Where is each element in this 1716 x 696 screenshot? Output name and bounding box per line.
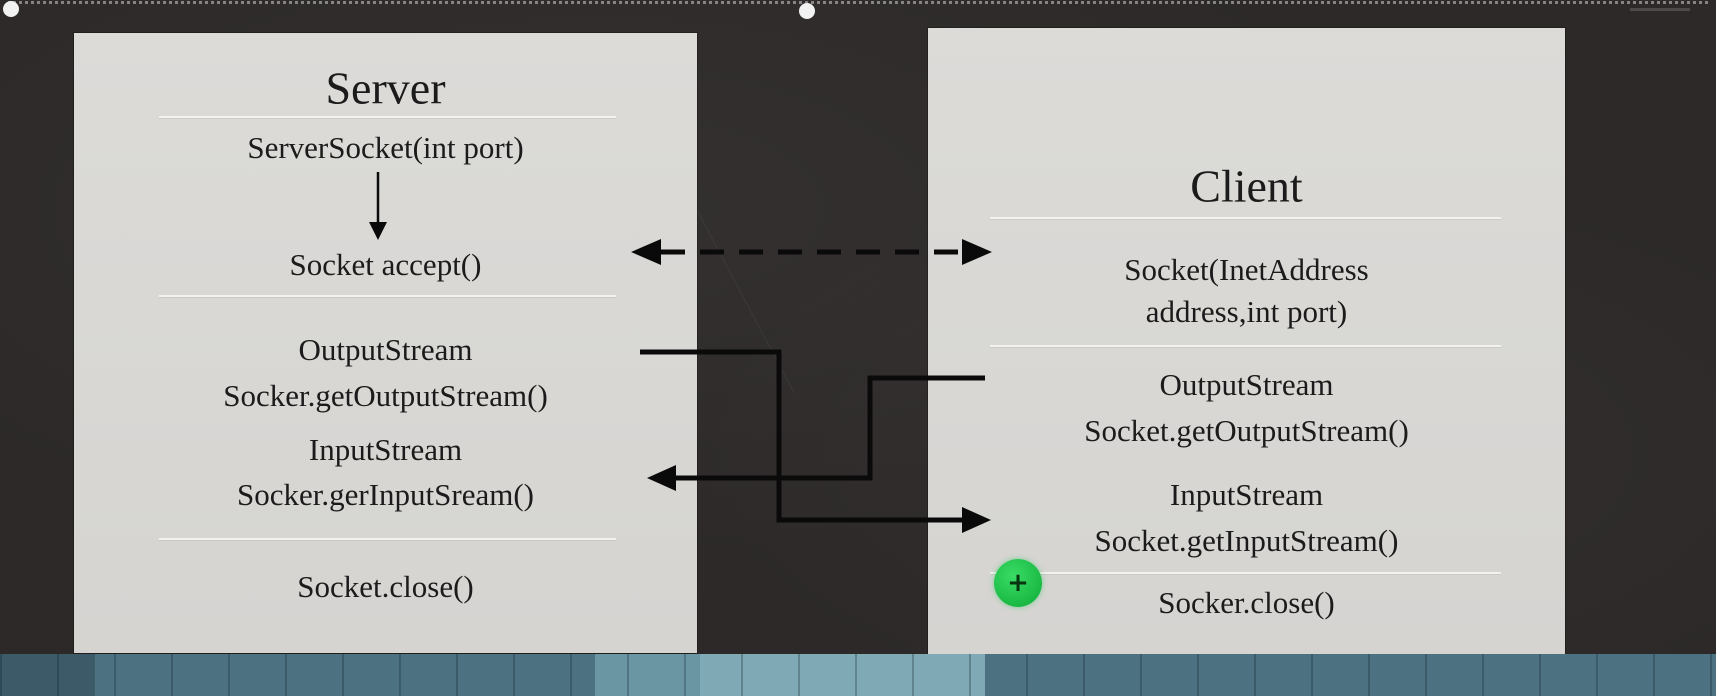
server-divider-top [159, 116, 616, 118]
client-outputstream-label: OutputStream [1159, 367, 1334, 402]
bottom-timeline-strip [0, 654, 1716, 696]
client-close-label: Socker.close() [1158, 585, 1335, 620]
timeline-segment-mid [595, 654, 700, 696]
client-inputstream-label: InputStream [1169, 477, 1324, 512]
client-constructor-line1: Socket(InetAddress [1124, 252, 1369, 287]
timeline-segment-highlight [700, 654, 985, 696]
server-outputstream-label: OutputStream [298, 332, 473, 367]
top-dotted-line [8, 1, 1708, 4]
plus-icon: + [1007, 568, 1029, 598]
server-getoutputstream-label: Socker.getOutputStream() [223, 378, 548, 413]
top-dot-center [799, 3, 815, 19]
client-box: Client Socket(InetAddress address,int po… [928, 28, 1565, 657]
chalk-scratch [695, 207, 795, 394]
client-title: Client [1190, 160, 1303, 212]
server-constructor-label: ServerSocket(int port) [247, 130, 524, 165]
top-right-dash [1630, 8, 1690, 11]
server-divider-middle [159, 295, 616, 297]
server-inputstream-label: InputStream [308, 432, 463, 467]
plus-annotation-button[interactable]: + [994, 559, 1042, 607]
timeline-ticks [0, 654, 1716, 696]
client-divider-bottom [990, 572, 1501, 574]
client-constructor-line2: address,int port) [1145, 294, 1348, 329]
server-getinputstream-label: Socker.gerInputSream() [237, 477, 534, 512]
client-getinputstream-label: Socket.getInputStream() [1094, 523, 1399, 558]
timeline-segment-dark [0, 654, 95, 696]
client-divider-top [990, 217, 1501, 219]
client-getoutputstream-label: Socket.getOutputStream() [1084, 413, 1409, 448]
server-title: Server [325, 62, 446, 114]
server-close-label: Socket.close() [297, 569, 474, 604]
server-divider-bottom [159, 538, 616, 540]
client-divider-middle [990, 345, 1501, 347]
server-accept-label: Socket accept() [289, 247, 482, 282]
server-box: Server ServerSocket(int port) Socket acc… [74, 33, 697, 653]
